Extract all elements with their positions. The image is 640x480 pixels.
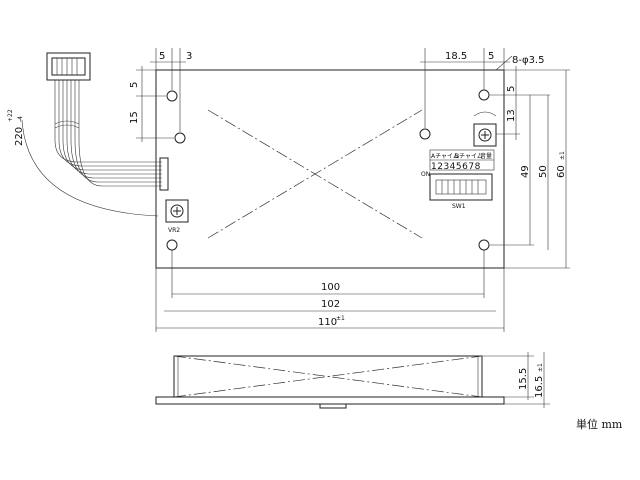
dip-switch-sw1: SW1 (429, 173, 493, 210)
mounting-holes (166, 89, 490, 251)
sw1-label: SW1 (452, 203, 466, 210)
channel-a-label: Aチャイム (431, 153, 459, 160)
dim-right-50: 50 (538, 165, 549, 178)
dim-left-5: 5 (129, 82, 140, 88)
dim-bottom-110-tol: ±1 (336, 315, 345, 322)
cable-length-arc (21, 119, 159, 217)
vr2-label: VR2 (168, 227, 180, 234)
top-dimensions (150, 48, 513, 132)
cable-tol-plus: +22 (7, 109, 14, 122)
vr1-potentiometer (473, 111, 497, 147)
dip-switch-header: Aチャイム Bチャイム 音量 12345678 (429, 149, 495, 172)
cable-length-label: 220 (14, 127, 25, 146)
dim-right-60: 60 (556, 165, 567, 178)
dim-bottom-100: 100 (321, 282, 340, 293)
dim-top-18-5: 18.5 (445, 51, 467, 62)
dim-right-13: 13 (506, 109, 517, 122)
dim-top-3: 3 (186, 51, 192, 62)
side-view (155, 352, 550, 409)
hole-spec: 8-φ3.5 (512, 55, 544, 66)
bottom-dimensions (155, 250, 505, 332)
dim-bottom-110: 110 (318, 317, 337, 328)
dim-bottom-102: 102 (321, 299, 340, 310)
cable-tol-minus: -4 (17, 116, 24, 122)
board-diagonal-2 (207, 109, 423, 239)
dim-top-5-left: 5 (159, 51, 165, 62)
right-dimensions (490, 66, 570, 269)
dim-side-16-5: 16.5 (534, 376, 545, 398)
cable-bundle (54, 80, 169, 191)
switch-numbers: 12345678 (431, 162, 481, 172)
channel-b-label: Bチャイム (455, 153, 483, 160)
dim-right-60-tol: ±1 (559, 151, 566, 160)
dim-right-5: 5 (506, 86, 517, 92)
vr2-potentiometer: VR2 (165, 199, 189, 234)
dim-top-5-right: 5 (488, 51, 494, 62)
dim-right-49: 49 (520, 165, 531, 178)
connector (46, 52, 91, 81)
on-label: ON (421, 171, 430, 178)
unit-label: 単位 mm (576, 417, 623, 431)
dim-side-15-5: 15.5 (518, 368, 529, 390)
board-outline (155, 69, 505, 269)
left-dimensions (136, 66, 174, 142)
dim-left-15: 15 (129, 111, 140, 124)
volume-label: 音量 (480, 152, 492, 160)
dim-side-16-5-tol: ±1 (537, 363, 544, 372)
